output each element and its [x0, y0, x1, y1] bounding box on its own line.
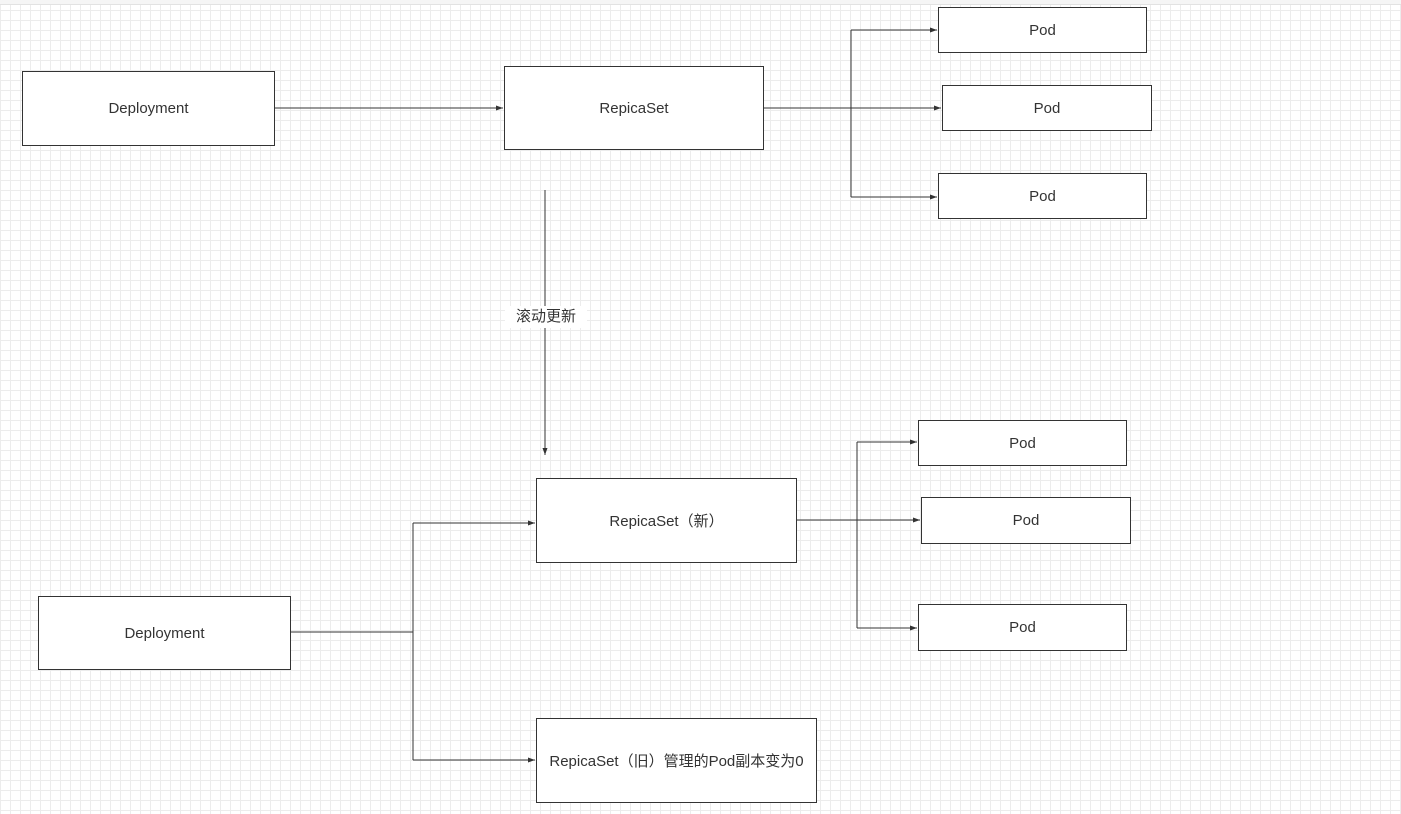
bottom-pod-2[interactable]: Pod: [921, 497, 1131, 544]
top-pod-1-label: Pod: [1029, 21, 1056, 39]
top-pod-2[interactable]: Pod: [942, 85, 1152, 131]
top-deployment-node[interactable]: Deployment: [22, 71, 275, 146]
rolling-update-label: 滚动更新: [505, 306, 587, 328]
bottom-replicaset-old-node[interactable]: RepicaSet（旧）管理的Pod副本变为0: [536, 718, 817, 803]
bottom-pod-3[interactable]: Pod: [918, 604, 1127, 651]
top-pod-2-label: Pod: [1033, 99, 1061, 117]
bottom-pod-1[interactable]: Pod: [918, 420, 1127, 466]
top-pod-3-label: Pod: [1029, 187, 1056, 205]
top-replicaset-node[interactable]: RepicaSet: [504, 66, 764, 150]
top-pod-3[interactable]: Pod: [938, 173, 1147, 219]
bottom-pod-3-label: Pod: [1009, 619, 1036, 636]
top-replicaset-label: RepicaSet: [599, 99, 669, 117]
bottom-pod-2-label: Pod: [1012, 512, 1040, 529]
bottom-deployment-node[interactable]: Deployment: [38, 596, 291, 670]
top-deployment-label: Deployment: [108, 100, 189, 117]
top-pod-1[interactable]: Pod: [938, 7, 1147, 53]
bottom-pod-1-label: Pod: [1009, 434, 1036, 452]
bottom-replicaset-new-label: RepicaSet（新）: [609, 513, 724, 530]
canvas-top-border: [0, 0, 1401, 5]
bottom-replicaset-old-label: RepicaSet（旧）管理的Pod副本变为0: [549, 753, 804, 770]
bottom-replicaset-new-node[interactable]: RepicaSet（新）: [536, 478, 797, 563]
bottom-deployment-label: Deployment: [124, 624, 205, 642]
